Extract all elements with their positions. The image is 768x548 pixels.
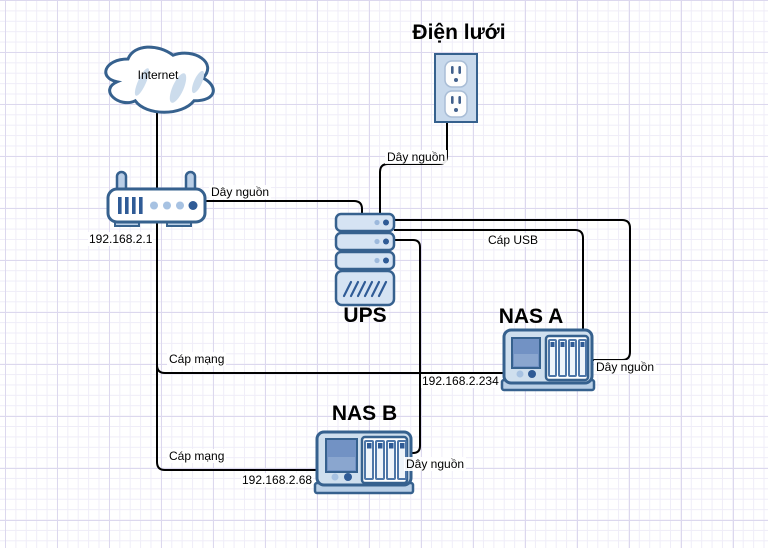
edge-label-nas-b-power: Dây nguồn — [404, 457, 467, 471]
outlet-socket-bottom — [444, 90, 468, 118]
router-shape[interactable] — [102, 170, 208, 229]
nas-b-title: NAS B — [331, 402, 398, 425]
nas-a-title: NAS A — [498, 305, 564, 328]
ups-title: UPS — [343, 304, 387, 327]
ups-base-unit — [334, 269, 396, 307]
cloud-shine-streaks — [134, 68, 205, 103]
edge-router-to-nas-a-lan[interactable] — [156, 222, 504, 374]
power-outlet-title: Điện lưới — [412, 21, 506, 44]
edge-label-outlet-power: Dây nguồn — [385, 150, 448, 164]
ups-stack-units — [334, 212, 396, 271]
edge-router-to-ups-power[interactable] — [205, 200, 363, 214]
edge-label-usb: Cáp USB — [486, 233, 541, 247]
nas-a-shape[interactable] — [499, 328, 597, 393]
edge-label-router-power: Dây nguồn — [209, 185, 272, 199]
cloud-outline — [104, 45, 215, 114]
internet-label: Internet — [137, 68, 179, 82]
edge-label-lan-b: Cáp mạng — [167, 449, 227, 463]
nas-b-leds — [331, 473, 352, 481]
router-ports — [118, 197, 143, 214]
edge-ups-to-nas-a-usb[interactable] — [394, 229, 584, 331]
ups-shape[interactable] — [334, 212, 396, 307]
nas-b-shape[interactable] — [312, 430, 416, 495]
nas-b-screen — [325, 438, 358, 473]
nas-a-screen — [511, 337, 541, 369]
nas-a-drive-bays — [548, 339, 587, 377]
router-leds — [150, 201, 198, 210]
power-outlet-shape[interactable] — [434, 53, 478, 123]
edge-ups-to-nas-b-power[interactable] — [394, 239, 421, 454]
internet-cloud-shape[interactable] — [98, 40, 218, 116]
router-ip-label: 192.168.2.1 — [88, 232, 154, 246]
nas-b-drive-bays — [364, 440, 407, 480]
edge-outlet-to-ups-power[interactable] — [379, 122, 448, 214]
edge-ups-to-nas-a-power[interactable] — [394, 219, 631, 361]
edge-router-to-nas-b-lan[interactable] — [156, 222, 317, 471]
nas-a-ip-label: 192.168.2.234 — [421, 374, 500, 388]
ups-vent-slashes — [342, 280, 388, 298]
nas-b-ip-label: 192.168.2.68 — [241, 473, 314, 487]
outlet-socket-top — [444, 60, 468, 88]
edge-label-lan-a: Cáp mạng — [167, 352, 227, 366]
nas-a-leds — [516, 370, 536, 378]
edge-label-nas-a-power: Dây nguồn — [594, 360, 657, 374]
